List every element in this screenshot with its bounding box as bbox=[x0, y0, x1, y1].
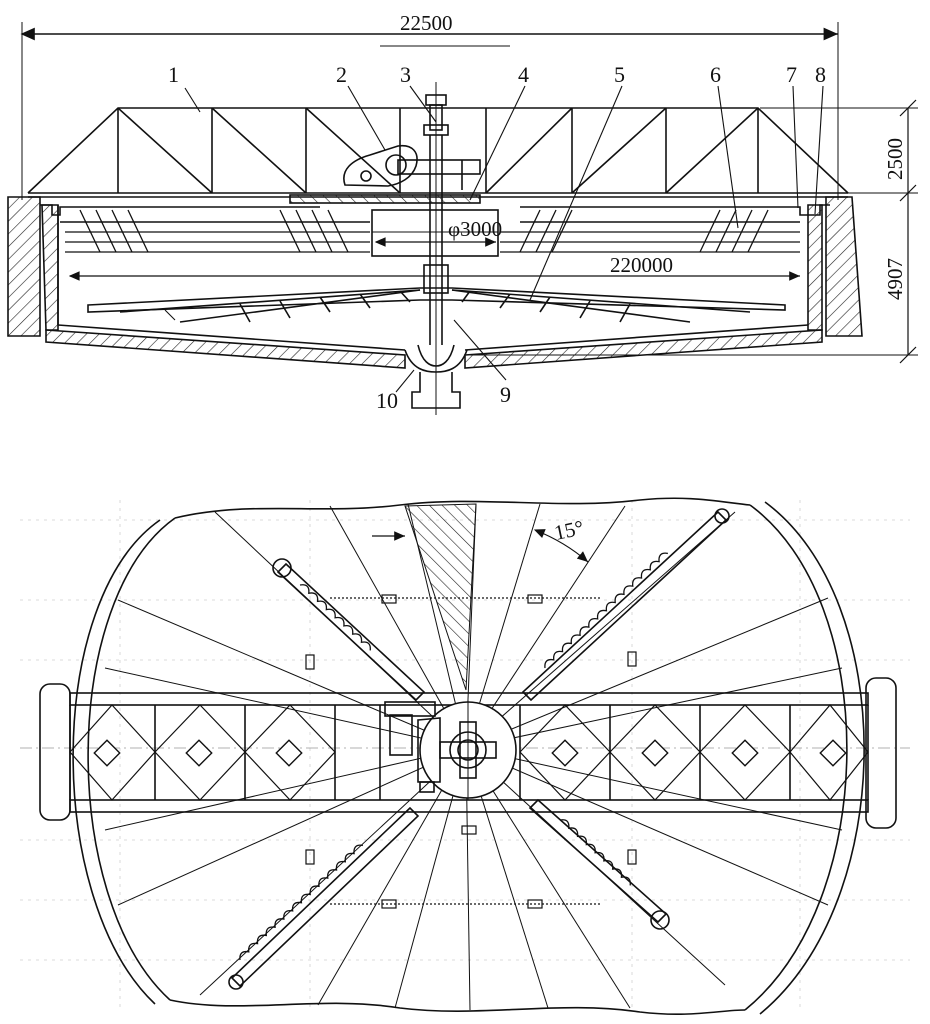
callout-9: 9 bbox=[500, 382, 511, 407]
walkway-plate bbox=[289, 194, 481, 204]
plan-view bbox=[20, 497, 910, 1016]
callout-5: 5 bbox=[614, 62, 625, 87]
callout-1: 1 bbox=[168, 62, 179, 87]
overall-width-dimension bbox=[20, 22, 839, 200]
central-drive bbox=[384, 700, 517, 800]
callout-6: 6 bbox=[710, 62, 721, 87]
drive-unit bbox=[343, 144, 481, 190]
inner-diameter-dimension bbox=[68, 237, 800, 281]
tank-bottom bbox=[45, 324, 823, 369]
discharge-cone bbox=[404, 344, 468, 409]
feed-well bbox=[371, 209, 499, 257]
elevation-view bbox=[7, 22, 918, 415]
overflow-launder bbox=[40, 204, 830, 223]
callout-2: 2 bbox=[336, 62, 347, 87]
truss-height-label: 2500 bbox=[883, 138, 907, 180]
center-shaft bbox=[423, 82, 449, 415]
inner-diameter-label: 220000 bbox=[610, 253, 673, 277]
angle-indicator bbox=[372, 529, 589, 563]
rake-arm-diagonals bbox=[228, 508, 730, 990]
callout-numbers: 1 2 3 4 5 6 7 8 9 10 bbox=[168, 62, 826, 413]
tank-rim bbox=[72, 497, 865, 1016]
center-well-diameter-label: φ3000 bbox=[448, 217, 502, 241]
connector-blocks bbox=[305, 594, 637, 909]
callout-10: 10 bbox=[376, 388, 398, 413]
rake-blades bbox=[239, 552, 668, 961]
plan-bridge bbox=[39, 677, 897, 829]
overall-width-label: 22500 bbox=[400, 11, 453, 35]
rake-arms bbox=[87, 287, 786, 323]
callout-leaders bbox=[184, 85, 824, 393]
height-dimensions bbox=[470, 99, 918, 364]
tank-wall-right bbox=[807, 196, 863, 337]
tank-wall-left bbox=[7, 196, 59, 337]
inclined-plates bbox=[65, 209, 800, 253]
callout-8: 8 bbox=[815, 62, 826, 87]
radial-lines bbox=[104, 503, 843, 1011]
callout-3: 3 bbox=[400, 62, 411, 87]
callout-4: 4 bbox=[518, 62, 529, 87]
hatched-sector bbox=[404, 503, 477, 691]
truss-bridge bbox=[27, 107, 849, 198]
angle-label: 15° bbox=[552, 515, 586, 545]
callout-7: 7 bbox=[786, 62, 797, 87]
tank-depth-label: 4907 bbox=[883, 258, 907, 300]
